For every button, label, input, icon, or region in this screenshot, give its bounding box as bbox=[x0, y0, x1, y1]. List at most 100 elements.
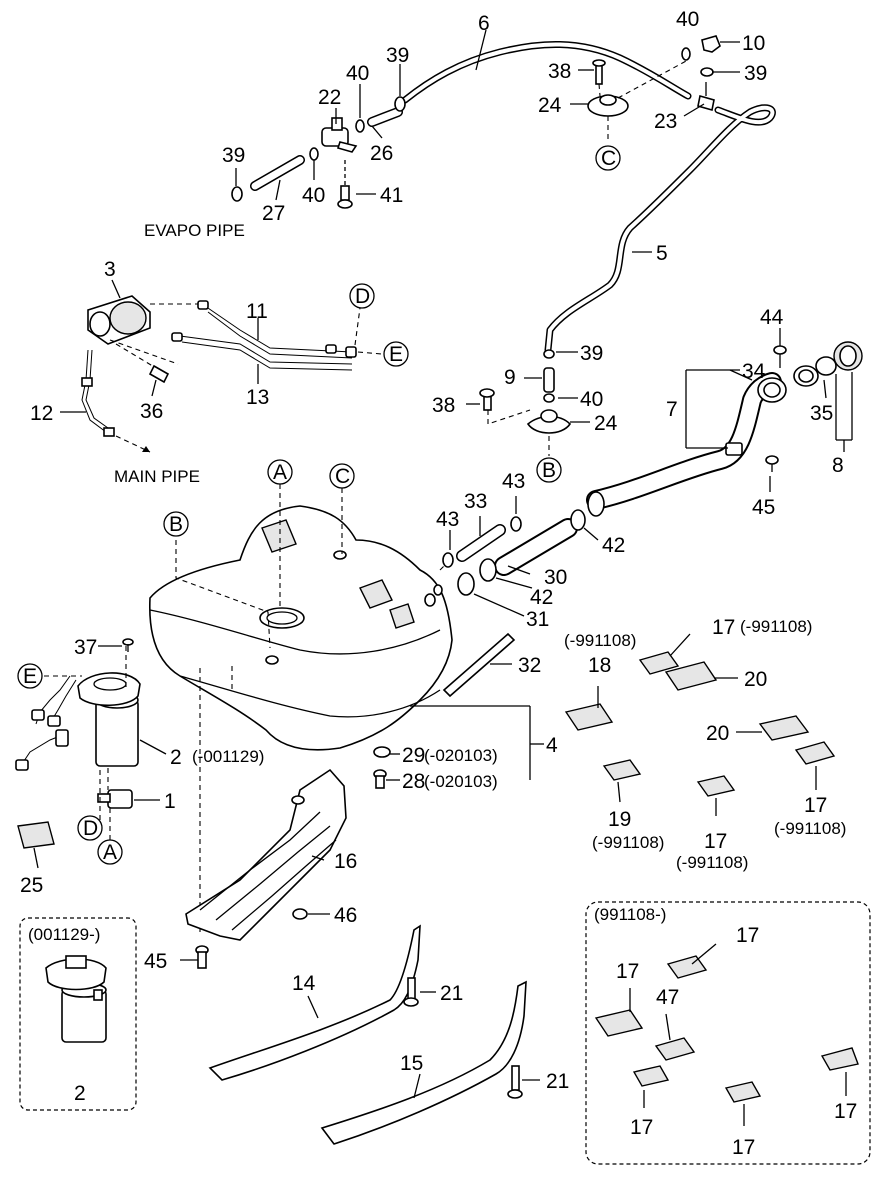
strap-32 bbox=[442, 632, 516, 698]
label-24-top: 24 bbox=[538, 94, 562, 117]
note-17a: (-991108) bbox=[740, 617, 812, 636]
label-47: 47 bbox=[656, 986, 679, 1009]
sender-1 bbox=[97, 768, 133, 840]
label-38-top: 38 bbox=[548, 60, 571, 83]
label-36: 36 bbox=[140, 400, 163, 423]
label-44: 44 bbox=[760, 306, 784, 329]
callout-e-top-text: E bbox=[389, 343, 403, 366]
callout-b-mid: B bbox=[536, 457, 562, 483]
main-pipe-12 bbox=[81, 349, 151, 453]
evap-pipe-6 bbox=[401, 41, 692, 104]
pad-25 bbox=[17, 821, 55, 849]
label-24-mid: 24 bbox=[594, 412, 618, 435]
clip-39-left bbox=[231, 186, 243, 202]
leader-lines bbox=[33, 29, 853, 1126]
label-1: 1 bbox=[164, 790, 176, 813]
callout-d-top: D bbox=[349, 283, 375, 309]
label-2-a: 2 bbox=[170, 746, 182, 769]
heat-shield-16 bbox=[185, 768, 347, 941]
label-14: 14 bbox=[292, 972, 316, 995]
canister-3 bbox=[87, 295, 202, 365]
label-2-b: 2 bbox=[74, 1082, 86, 1105]
label-31: 31 bbox=[526, 608, 549, 631]
label-28: 28 bbox=[402, 770, 425, 793]
pad-20a bbox=[664, 661, 718, 691]
callout-d-pump-text: D bbox=[83, 817, 98, 840]
gasket-34 bbox=[793, 365, 819, 387]
clip-39-top bbox=[394, 96, 406, 112]
note-19: (-991108) bbox=[592, 833, 664, 852]
note-18: (-991108) bbox=[564, 631, 636, 650]
grommet-29 bbox=[373, 746, 391, 758]
label-12: 12 bbox=[30, 402, 53, 425]
pad-20b bbox=[758, 715, 810, 741]
bolt-21-a bbox=[403, 977, 419, 1007]
label-30: 30 bbox=[544, 566, 567, 589]
pad-17e bbox=[594, 1009, 644, 1037]
label-21-b: 21 bbox=[546, 1070, 569, 1093]
hose-26 bbox=[367, 107, 403, 127]
callout-b-mid-text: B bbox=[542, 459, 556, 482]
label-17g: 17 bbox=[732, 1136, 755, 1159]
callout-e-pump-text: E bbox=[23, 665, 37, 688]
note-29: (-020103) bbox=[424, 746, 498, 765]
callout-a-tank: A bbox=[267, 459, 293, 485]
clip-40-right bbox=[681, 47, 691, 61]
label-40-left: 40 bbox=[302, 184, 325, 207]
callout-a-pump: A bbox=[97, 839, 123, 865]
label-39-left: 39 bbox=[222, 144, 245, 167]
label-46: 46 bbox=[334, 904, 357, 927]
connector-23 bbox=[697, 82, 715, 112]
bracket-24-mid bbox=[526, 409, 572, 456]
label-42-right: 42 bbox=[602, 534, 625, 557]
label-43-left: 43 bbox=[436, 508, 459, 531]
bolt-36 bbox=[115, 343, 170, 384]
pad-18 bbox=[564, 703, 614, 731]
label-13: 13 bbox=[246, 386, 269, 409]
label-19: 19 bbox=[608, 808, 631, 831]
note-17b: (-991108) bbox=[676, 853, 748, 872]
filler-neck-7 bbox=[586, 372, 787, 517]
label-17f: 17 bbox=[630, 1116, 653, 1139]
bolt-41 bbox=[337, 160, 353, 209]
strap-15 bbox=[320, 980, 527, 1145]
label-35: 35 bbox=[810, 402, 833, 425]
label-18: 18 bbox=[588, 654, 611, 677]
label-42-left: 42 bbox=[530, 586, 553, 609]
label-21-a: 21 bbox=[440, 982, 463, 1005]
fuel-lines-11-13 bbox=[171, 300, 383, 371]
callout-e-pump: E bbox=[17, 663, 43, 689]
label-39-top: 39 bbox=[386, 44, 409, 67]
part-labels: 6 40 10 39 38 24 23 39 40 22 26 39 40 41… bbox=[20, 8, 857, 1159]
label-26: 26 bbox=[370, 142, 393, 165]
fuel-cap-8 bbox=[833, 341, 863, 371]
bolt-38-mid bbox=[479, 388, 531, 425]
strap-14 bbox=[208, 924, 421, 1081]
bolt-21-b bbox=[507, 1065, 523, 1099]
hose-9 bbox=[543, 349, 555, 403]
label-29: 29 bbox=[402, 744, 425, 767]
label-17d: 17 bbox=[736, 924, 759, 947]
fuel-tank-4 bbox=[149, 505, 453, 751]
pad-17f bbox=[632, 1065, 670, 1087]
callout-e-top: E bbox=[383, 341, 409, 367]
hose-30 bbox=[494, 518, 578, 576]
note-box-right: (991108-) bbox=[594, 905, 666, 924]
label-4: 4 bbox=[546, 734, 558, 757]
pad-17c bbox=[794, 741, 836, 765]
label-17e: 17 bbox=[616, 960, 639, 983]
screw-45-right bbox=[765, 455, 779, 472]
pad-47 bbox=[654, 1037, 696, 1061]
callout-d-pump: D bbox=[77, 815, 103, 841]
label-17b: 17 bbox=[704, 830, 727, 853]
note-17c: (-991108) bbox=[774, 819, 846, 838]
callout-d-top-text: D bbox=[355, 285, 370, 308]
note-28: (-020103) bbox=[424, 772, 498, 791]
label-25: 25 bbox=[20, 874, 43, 897]
callout-c-tank-text: C bbox=[335, 465, 350, 488]
fuel-pump-2 bbox=[15, 646, 141, 771]
pad-19 bbox=[602, 759, 642, 781]
pad-17d bbox=[666, 955, 708, 979]
label-45-left: 45 bbox=[144, 950, 167, 973]
